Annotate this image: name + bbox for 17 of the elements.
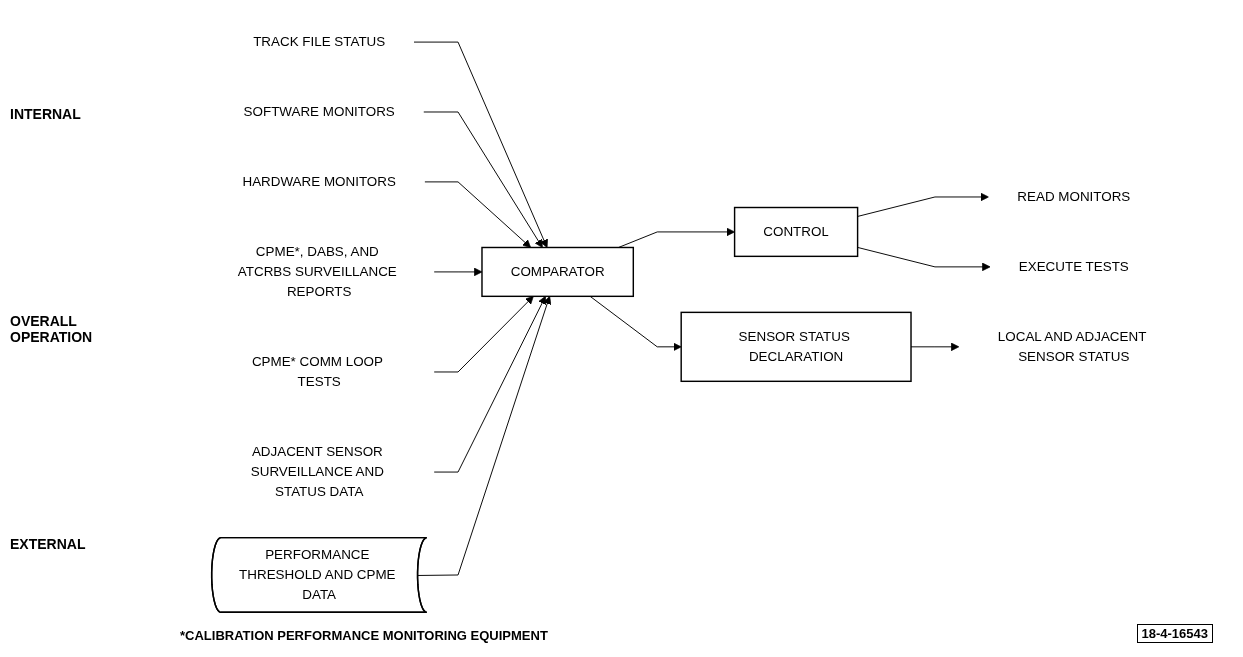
- node-box: SENSOR STATUS DECLARATION: [680, 311, 912, 383]
- node-text: READ MONITORS: [1017, 188, 1131, 205]
- node-text: ADJACENT SENSOR SURVEILLANCE AND STATUS DATA: [250, 443, 384, 500]
- node-text: TRACK FILE STATUS: [253, 33, 386, 50]
- node-text: CPME* COMM LOOP TESTS: [251, 353, 383, 390]
- figure-number: 18-4-16543: [1136, 624, 1213, 643]
- node-text: CPME*, DABS, AND ATCRBS SURVEILLANCE REPORTS: [237, 243, 397, 300]
- node-box: CONTROL: [733, 206, 859, 258]
- group-label: INTERNAL: [10, 105, 82, 122]
- group-label: OVERALL OPERATION: [10, 312, 94, 345]
- node-text: SOFTWARE MONITORS: [243, 103, 395, 120]
- node-text: EXECUTE TESTS: [1018, 258, 1129, 275]
- node-text: LOCAL AND ADJACENT SENSOR STATUS: [997, 328, 1147, 365]
- group-label: EXTERNAL: [10, 535, 87, 552]
- node-box: COMPARATOR: [481, 246, 635, 298]
- node-text: HARDWARE MONITORS: [242, 173, 396, 190]
- footnote: *CALIBRATION PERFORMANCE MONITORING EQUIPMENT: [180, 628, 548, 643]
